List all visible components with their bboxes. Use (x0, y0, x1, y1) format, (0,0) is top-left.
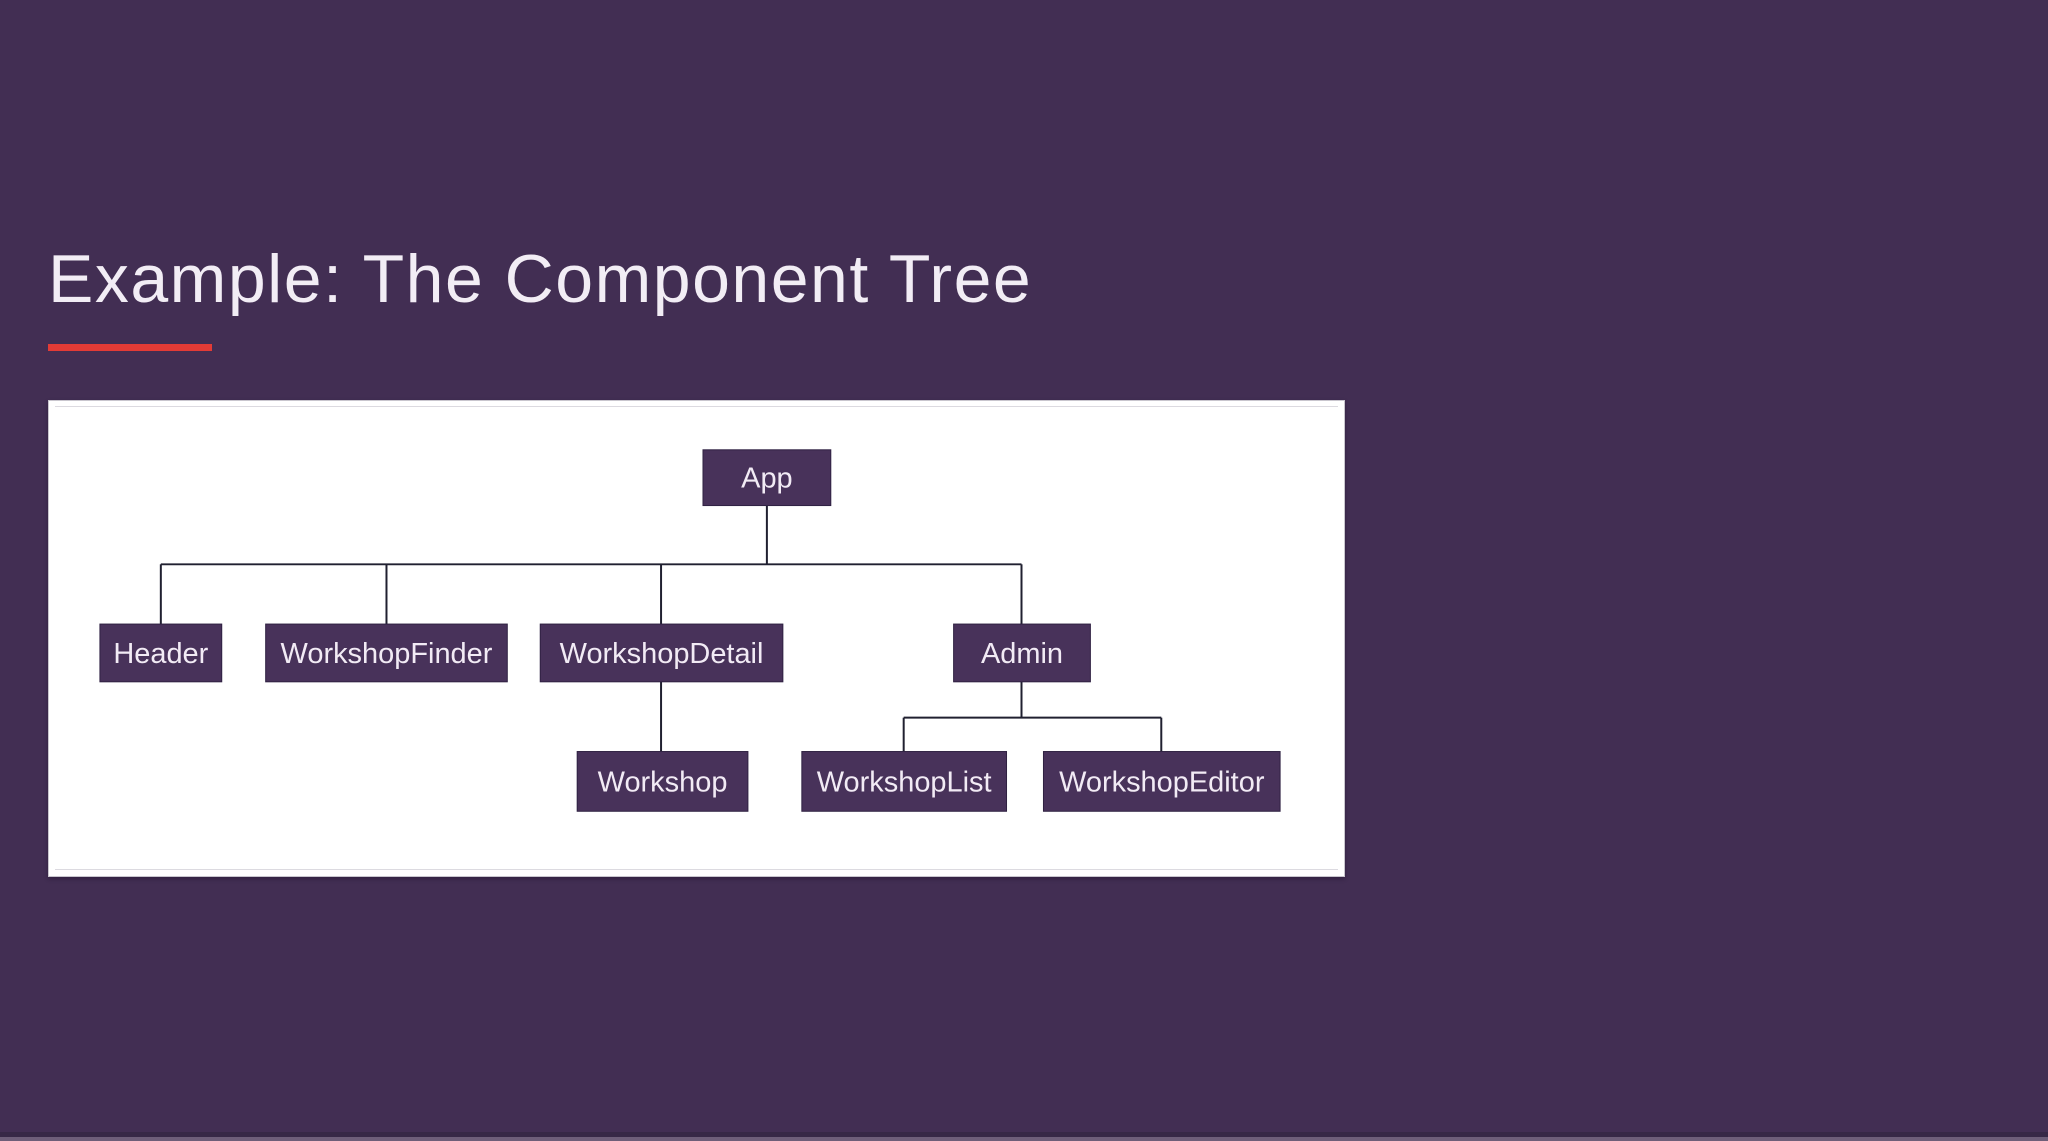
tree-node-header (99, 623, 223, 683)
tree-node-label-workshop-list: WorkshopList (817, 766, 992, 798)
bottom-edge-dark-strip (0, 1132, 2048, 1137)
tree-node-app (702, 449, 832, 507)
tree-node-workshop (576, 751, 749, 812)
slide-title: Example: The Component Tree (48, 241, 1033, 317)
panel-top-hairline (55, 406, 1338, 407)
tree-node-label-admin: Admin (981, 638, 1063, 670)
tree-node-label-workshop-finder: WorkshopFinder (281, 638, 493, 670)
tree-node-label-header: Header (113, 638, 208, 670)
title-accent-bar (48, 344, 212, 351)
tree-node-label-workshop: Workshop (598, 766, 728, 798)
tree-node-workshop-finder (265, 623, 508, 683)
tree-node-workshop-list (801, 751, 1008, 812)
tree-node-label-app: App (741, 463, 793, 495)
tree-node-workshop-detail (539, 623, 784, 683)
bottom-edge-light-strip (0, 1137, 2048, 1141)
tree-node-admin (953, 623, 1091, 683)
panel-bottom-hairline (55, 869, 1338, 870)
tree-node-label-workshop-editor: WorkshopEditor (1059, 766, 1265, 798)
tree-node-workshop-editor (1042, 751, 1281, 812)
tree-node-label-workshop-detail: WorkshopDetail (560, 638, 764, 670)
